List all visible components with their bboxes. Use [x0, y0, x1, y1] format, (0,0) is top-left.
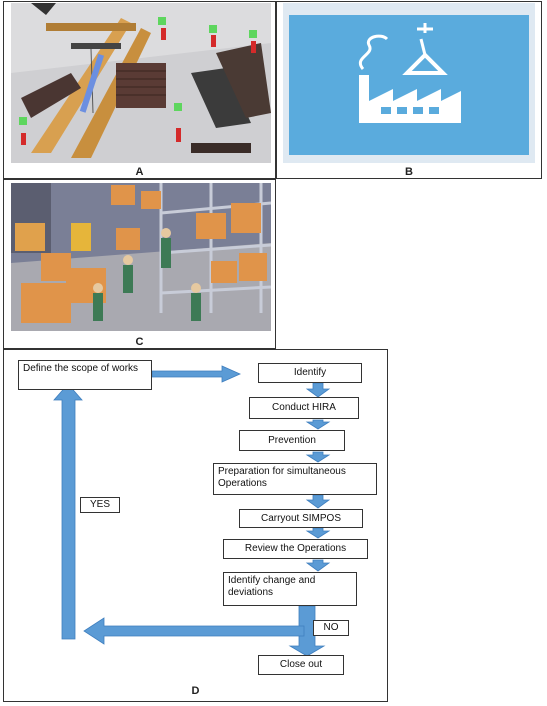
panel-d: Define the scope of works Identify Condu…: [3, 349, 388, 702]
panel-c: C: [3, 179, 276, 349]
step-conduct-hira: Conduct HIRA: [249, 397, 359, 419]
panel-d-label: D: [191, 685, 200, 697]
step-define-scope: Define the scope of works: [18, 360, 152, 390]
step-review-operations: Review the Operations: [223, 539, 368, 559]
step-close-out: Close out: [258, 655, 344, 675]
panel-a-label: A: [135, 166, 144, 178]
factory-crane-tile: [283, 3, 535, 163]
step-prevention: Prevention: [239, 430, 345, 451]
decision-no-label: NO: [313, 620, 349, 636]
decision-yes-label: YES: [80, 497, 120, 513]
step-preparation: Preparation for simultaneous Operations: [213, 463, 377, 495]
panel-b-label: B: [405, 166, 413, 178]
panel-c-label: C: [135, 336, 144, 348]
crane-yard-illustration: [11, 3, 271, 163]
flow-arrows: [53, 365, 331, 657]
step-identify-change: Identify change and deviations: [223, 572, 357, 606]
step-identify: Identify: [258, 363, 362, 383]
panel-b: B: [276, 1, 542, 179]
warehouse-illustration: [11, 183, 271, 331]
step-carryout-simpos: Carryout SIMPOS: [239, 509, 363, 528]
panel-a: A: [3, 1, 276, 179]
